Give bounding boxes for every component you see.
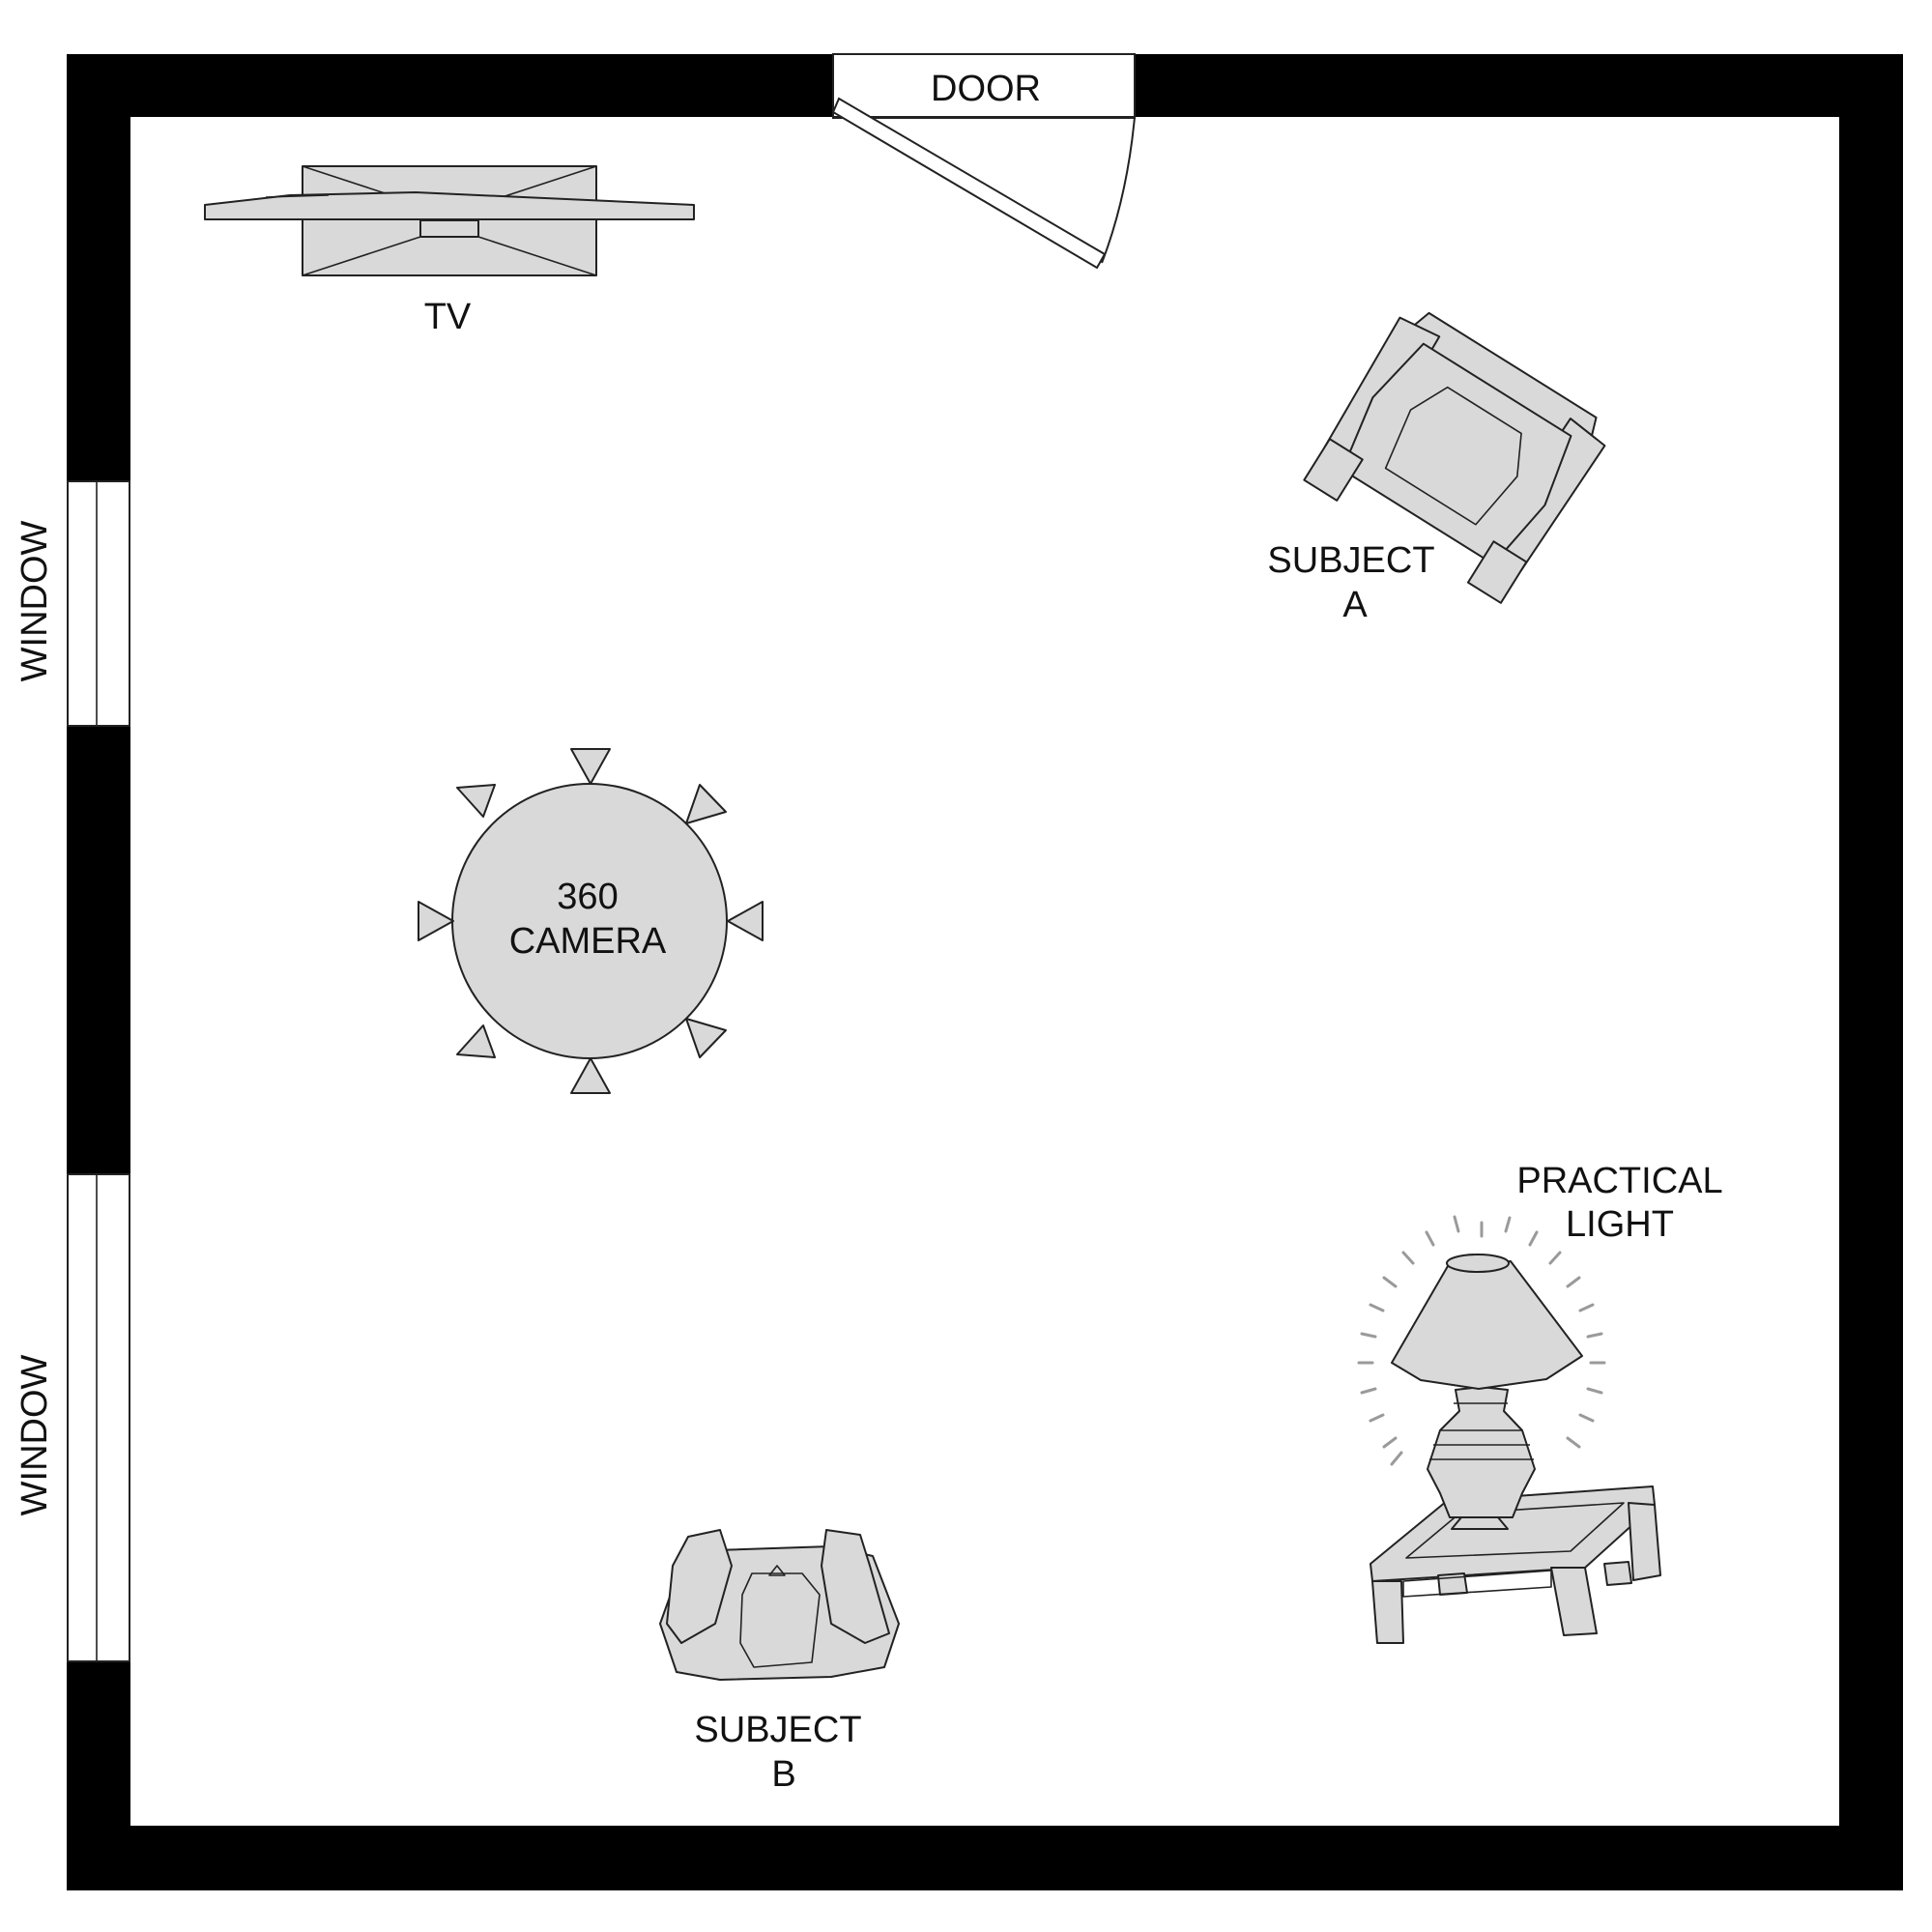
glow-ray — [1504, 1216, 1512, 1233]
glow-ray — [1401, 1251, 1415, 1265]
table-leg-front-right — [1550, 1567, 1598, 1636]
practical-light-label-line2: LIGHT — [1566, 1204, 1674, 1245]
camera-lens-marker — [570, 1057, 611, 1094]
armchair-icon — [1303, 311, 1606, 604]
camera-lens-marker — [570, 748, 611, 785]
chair-seat — [1384, 386, 1522, 526]
door-label: DOOR — [931, 69, 1041, 109]
subject-a-label-line1: SUBJECT — [1267, 540, 1434, 581]
window-bottom-pane — [67, 1173, 130, 1662]
table-front-rail — [1402, 1570, 1552, 1598]
glow-ray — [1369, 1303, 1385, 1312]
lamp-shade-top — [1446, 1254, 1510, 1273]
lamp-body — [1427, 1386, 1536, 1518]
subject-b-chair: SUBJECT B — [659, 1529, 900, 1795]
table-lamp-icon — [1391, 1254, 1583, 1530]
glow-ray — [1548, 1251, 1562, 1265]
table-top-inset — [1405, 1502, 1625, 1559]
side-table-icon — [1370, 1485, 1661, 1644]
door: DOOR — [831, 53, 1136, 270]
chair-arm — [821, 1529, 890, 1644]
chair-arm — [666, 1529, 733, 1644]
subject-a-chair: SUBJECT A — [1267, 311, 1606, 625]
table-leg-back-mid — [1603, 1561, 1632, 1586]
subject-a-label-line2: A — [1342, 585, 1368, 625]
camera-lens-marker — [456, 784, 496, 818]
glow-ray — [1360, 1332, 1377, 1339]
walls — [67, 54, 1903, 1890]
tv-base — [419, 219, 479, 238]
subject-b-label-line1: SUBJECT — [694, 1710, 861, 1750]
camera-label-line2: CAMERA — [509, 921, 667, 962]
camera-lens-marker — [418, 901, 454, 941]
lamp-glow — [1357, 1215, 1606, 1466]
camera-label-line1: 360 — [557, 877, 618, 917]
practical-light-label-line1: PRACTICAL — [1516, 1161, 1722, 1201]
window-top-pane — [67, 480, 130, 727]
window-top: WINDOW — [14, 480, 130, 727]
window-top-label: WINDOW — [14, 521, 55, 682]
glow-ray — [1528, 1230, 1539, 1247]
glow-ray — [1586, 1387, 1603, 1395]
door-swing-icon — [831, 97, 1107, 270]
tv-stand-edge — [477, 236, 597, 276]
glow-ray — [1425, 1230, 1435, 1247]
chair-leg — [1466, 540, 1528, 604]
glow-ray — [1586, 1332, 1603, 1339]
window-bottom: WINDOW — [14, 1173, 130, 1662]
glow-ray — [1566, 1276, 1581, 1288]
window-bottom-label: WINDOW — [14, 1355, 55, 1516]
table-leg-back-right — [1628, 1502, 1661, 1581]
table-leg-front-left — [1371, 1580, 1404, 1644]
camera-lens-marker — [685, 784, 727, 824]
lamp-base — [1451, 1516, 1509, 1530]
tv-stand-edge — [302, 236, 421, 276]
glow-ray — [1566, 1436, 1581, 1449]
glow-ray — [1382, 1276, 1398, 1288]
glow-ray — [1390, 1451, 1403, 1466]
chair-leg — [1303, 438, 1364, 502]
camera-360-icon: 360 CAMERA — [418, 748, 764, 1094]
glow-ray — [1578, 1413, 1595, 1423]
camera-lens-marker — [727, 901, 764, 941]
camera-lens-marker — [685, 1018, 727, 1058]
chair-notch — [768, 1565, 786, 1576]
armchair-icon — [659, 1529, 900, 1681]
chair-seat — [739, 1572, 821, 1668]
door-arc — [1101, 116, 1136, 264]
tv-label: TV — [424, 297, 472, 337]
tv-icon: TV — [204, 165, 695, 337]
tv-cable — [265, 194, 330, 198]
practical-light: PRACTICAL LIGHT — [1357, 1161, 1723, 1644]
subject-b-label-line2: B — [771, 1754, 795, 1795]
glow-ray — [1453, 1215, 1460, 1233]
glow-ray — [1360, 1387, 1377, 1395]
tv-screen — [204, 191, 695, 220]
glow-ray — [1369, 1413, 1385, 1423]
camera-lens-marker — [456, 1024, 496, 1058]
glow-ray — [1382, 1436, 1398, 1449]
lamp-shade — [1391, 1260, 1583, 1390]
glow-ray — [1578, 1303, 1595, 1312]
